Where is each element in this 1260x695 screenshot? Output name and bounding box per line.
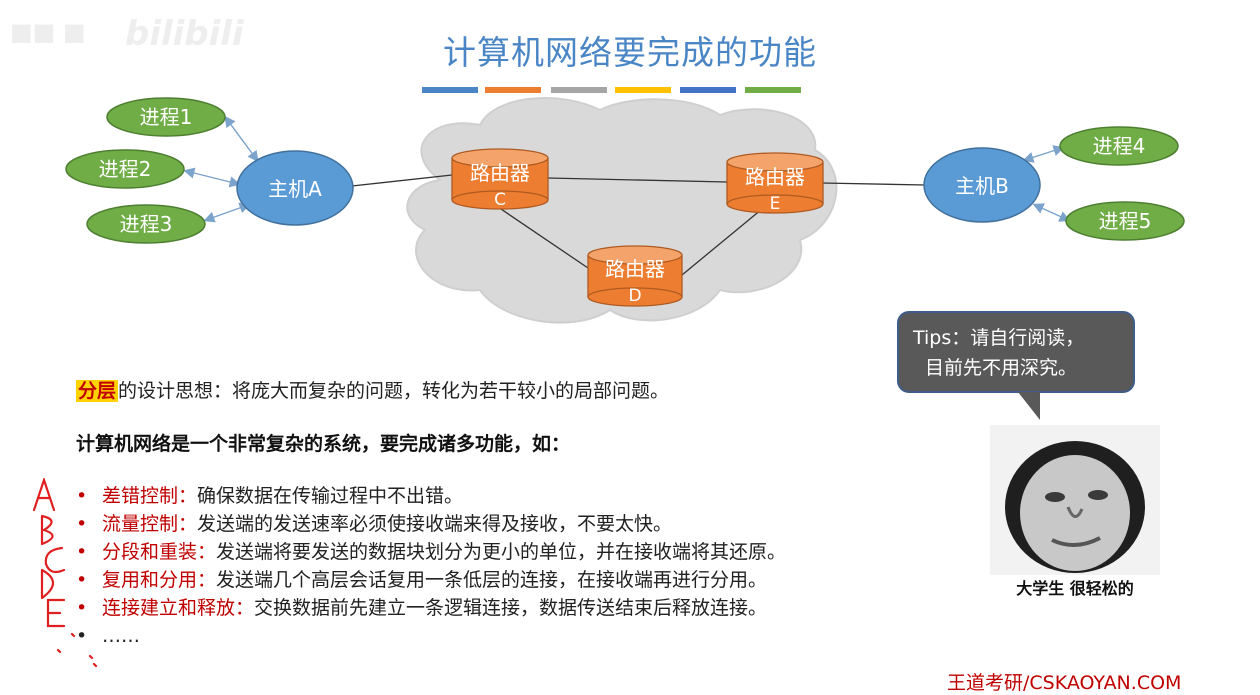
handwritten-annotation	[28, 478, 108, 668]
link-e-b	[822, 183, 925, 185]
function-desc: 发送端将要发送的数据块划分为更小的单位，并在接收端将其还原。	[216, 541, 786, 563]
function-list: •差错控制：确保数据在传输过程中不出错。 •流量控制：发送端的发送速率必须使接收…	[76, 482, 786, 650]
svg-text:进程5: 进程5	[1099, 209, 1152, 233]
list-item: •连接建立和释放：交换数据前先建立一条逻辑连接，数据传送结束后释放连接。	[76, 594, 786, 622]
host-node: 主机B	[924, 148, 1040, 222]
function-key: 流量控制：	[102, 513, 197, 535]
function-desc: 交换数据前先建立一条逻辑连接，数据传送结束后释放连接。	[254, 597, 767, 619]
section-heading: 计算机网络是一个非常复杂的系统，要完成诸多功能，如：	[76, 429, 570, 456]
tips-line: Tips：请自行阅读，	[913, 323, 1119, 353]
svg-text:D: D	[628, 286, 641, 306]
meme-face-image	[990, 425, 1160, 575]
router-node: 路由器 D	[588, 246, 682, 306]
callout-tail	[1018, 392, 1040, 420]
list-item: •……	[76, 622, 786, 650]
function-key: 分段和重装：	[102, 541, 216, 563]
function-desc: 发送端的发送速率必须使接收端来得及接收，不要太快。	[197, 513, 672, 535]
list-item: •流量控制：发送端的发送速率必须使接收端来得及接收，不要太快。	[76, 510, 786, 538]
svg-text:路由器: 路由器	[745, 165, 805, 189]
router-node: 路由器 C	[452, 149, 548, 210]
function-desc: 确保数据在传输过程中不出错。	[197, 485, 463, 507]
meme-caption: 大学生 很轻松的	[970, 575, 1180, 599]
network-diagram: 进程1 进程2 进程3 进程4 进程5 主机A 主机B 路由器 C	[0, 0, 1260, 360]
process-node: 进程2	[66, 150, 184, 188]
function-key: 差错控制：	[102, 485, 197, 507]
process-node: 进程4	[1060, 127, 1178, 165]
process-node: 进程3	[87, 205, 205, 243]
process-node: 进程5	[1066, 202, 1184, 240]
svg-text:进程4: 进程4	[1093, 134, 1146, 158]
svg-text:进程1: 进程1	[140, 105, 193, 129]
router-node: 路由器 E	[727, 153, 823, 214]
footer-brand: 王道考研/CSKAOYAN.COM	[947, 668, 1181, 695]
svg-text:E: E	[770, 194, 781, 214]
tips-line: 目前先不用深究。	[913, 353, 1119, 383]
tips-callout: Tips：请自行阅读， 目前先不用深究。	[897, 311, 1135, 393]
layering-text: 的设计思想：将庞大而复杂的问题，转化为若干较小的局部问题。	[118, 380, 669, 402]
svg-text:路由器: 路由器	[470, 161, 530, 185]
svg-text:进程2: 进程2	[99, 157, 152, 181]
svg-text:C: C	[494, 190, 506, 210]
svg-text:主机B: 主机B	[955, 174, 1009, 198]
svg-text:路由器: 路由器	[605, 257, 665, 281]
list-item: •分段和重装：发送端将要发送的数据块划分为更小的单位，并在接收端将其还原。	[76, 538, 786, 566]
function-key: 连接建立和释放：	[102, 597, 254, 619]
layering-sentence: 分层的设计思想：将庞大而复杂的问题，转化为若干较小的局部问题。	[76, 376, 669, 403]
svg-text:进程3: 进程3	[120, 212, 173, 236]
function-desc: 发送端几个高层会话复用一条低层的连接，在接收端再进行分用。	[216, 569, 767, 591]
function-key: 复用和分用：	[102, 569, 216, 591]
list-item: •复用和分用：发送端几个高层会话复用一条低层的连接，在接收端再进行分用。	[76, 566, 786, 594]
layering-keyword: 分层	[76, 380, 118, 402]
process-node: 进程1	[107, 98, 225, 136]
host-node: 主机A	[237, 151, 353, 225]
list-item: •差错控制：确保数据在传输过程中不出错。	[76, 482, 786, 510]
svg-text:主机A: 主机A	[268, 177, 322, 201]
